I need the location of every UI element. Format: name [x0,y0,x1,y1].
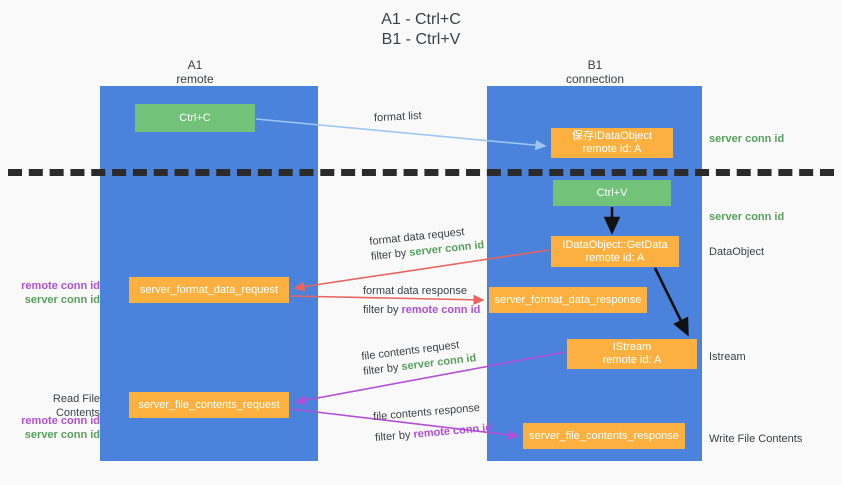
side-label-server-conn-id-4: server conn id [24,429,100,441]
node-server-format-data-response[interactable]: server_format_data_response [489,287,647,313]
node-getdata-line1: IDataObject::GetData [562,238,668,251]
column-b1-name: B1 [587,58,603,72]
node-server-format-data-request-label: server_format_data_request [139,283,279,296]
node-server-format-data-response-label: server_format_data_response [494,293,642,306]
node-server-format-data-request[interactable]: server_format_data_request [129,277,289,303]
edge-label-file-contents-response: file contents response filter by remote … [373,400,493,446]
filter-by-text-1: filter by [370,246,410,263]
node-server-file-contents-request[interactable]: server_file_contents_request [129,392,289,418]
node-server-file-contents-response-label: server_file_contents_response [529,429,679,442]
column-a1-name: A1 [187,58,203,72]
edge-label-format-list-text: format list [373,109,422,125]
node-ctrl-v-label: Ctrl+V [596,186,628,199]
node-idataobject-getdata[interactable]: IDataObject::GetData remote id: A [551,236,679,267]
title-line-2: B1 - Ctrl+V [381,31,461,48]
side-label-remote-conn-id-1: remote conn id [21,280,100,292]
node-ctrl-c[interactable]: Ctrl+C [135,104,255,132]
side-label-server-conn-id-2: server conn id [709,211,785,223]
column-header-b1: B1 connection [520,58,670,86]
side-label-write-file-contents: Write File Contents [709,433,803,445]
node-idataobject-line1: 保存IDataObject [571,130,653,142]
remote-conn-id-text-1: remote conn id [401,304,481,316]
filter-by-text-2: filter by [363,304,402,316]
node-istream-line2: remote id: A [602,354,662,366]
edge-label-format-list: format list [374,109,422,126]
filter-by-text-4: filter by [374,428,414,445]
page-title: A1 - Ctrl+C B1 - Ctrl+V [0,10,842,50]
phase-divider [8,169,834,176]
node-getdata-line2: remote id: A [585,251,645,264]
node-idataobject-line2: remote id: A [582,143,642,155]
side-label-read-file-contents: Read File Contents [52,393,100,419]
side-label-server-conn-id-1: server conn id [709,133,785,145]
node-ctrl-c-label: Ctrl+C [179,111,211,124]
column-b1-sub: connection [565,72,625,86]
edge-label-file-contents-response-text: file contents response [372,401,481,424]
side-label-istream: Istream [709,351,746,363]
side-label-conn-ids-bottom: remote conn id server conn id [8,414,100,442]
side-label-server-conn-id-3: server conn id [24,294,100,306]
side-label-remote-conn-id-2: remote conn id [21,415,100,427]
title-line-1: A1 - Ctrl+C [381,11,461,28]
edge-label-file-contents-request: file contents request filter by server c… [361,336,478,380]
node-server-file-contents-response[interactable]: server_file_contents_response [523,423,685,449]
remote-conn-id-text-2: remote conn id [412,421,493,441]
node-idataobject[interactable]: 保存IDataObject remote id: A [551,128,673,158]
column-a1-sub: remote [176,72,214,86]
filter-by-text-3: filter by [362,361,403,378]
node-istream-line1: IStream [612,341,652,353]
node-ctrl-v[interactable]: Ctrl+V [553,180,671,206]
column-header-a1: A1 remote [120,58,270,86]
side-label-dataobject: DataObject [709,246,765,258]
edge-label-format-data-response: format data response filter by remote co… [363,284,480,318]
edge-label-format-data-request: format data request filter by server con… [369,223,485,265]
edge-label-format-data-response-text: format data response [363,285,467,297]
side-label-conn-ids-top: remote conn id server conn id [8,279,100,307]
node-server-file-contents-request-label: server_file_contents_request [138,398,280,411]
node-istream[interactable]: IStream remote id: A [567,339,697,369]
